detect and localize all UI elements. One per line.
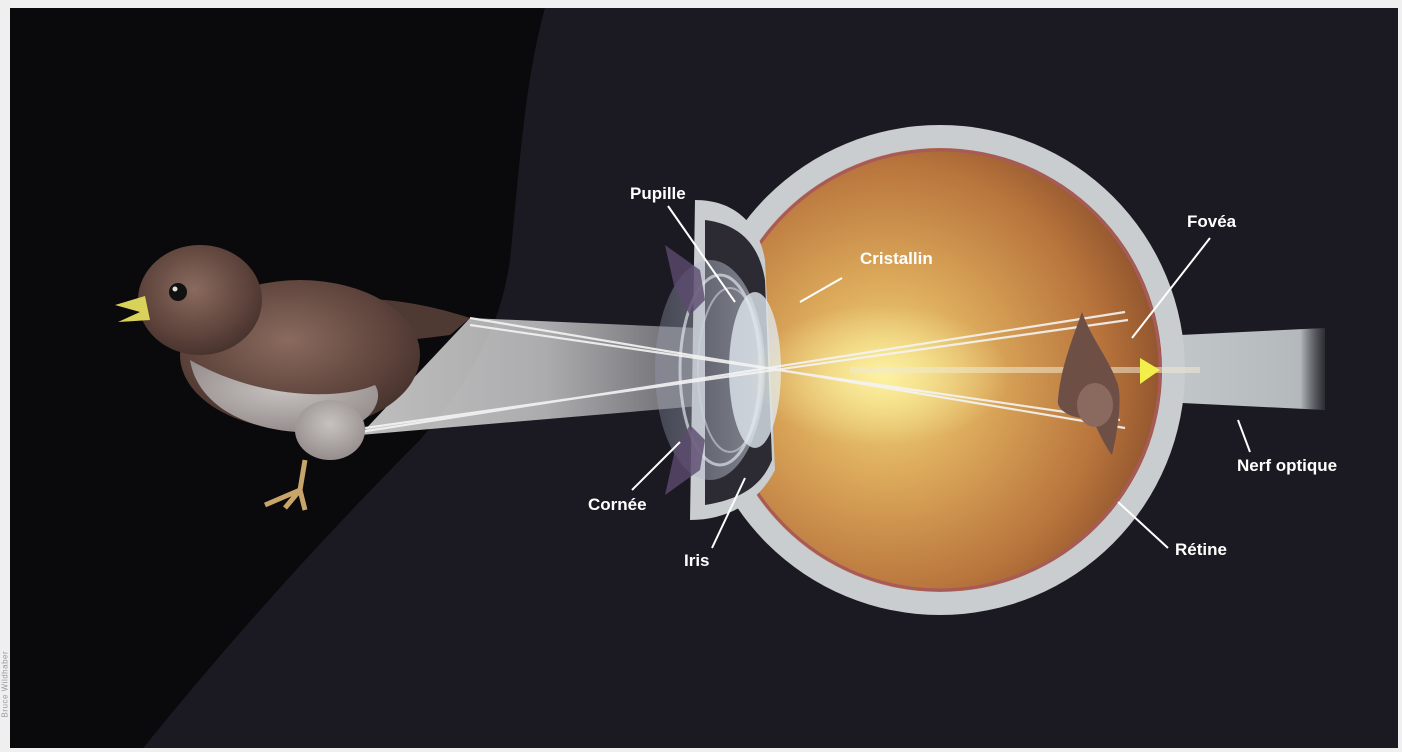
label-nerf-optique: Nerf optique (1237, 456, 1337, 476)
frame-bottom-border (0, 748, 1402, 752)
label-pupille: Pupille (630, 184, 686, 204)
bird-beak (115, 296, 150, 322)
label-retine: Rétine (1175, 540, 1227, 560)
frame-top-border (0, 0, 1402, 8)
label-cornee: Cornée (588, 495, 647, 515)
frame-right-border (1398, 0, 1402, 752)
label-cristallin: Cristallin (860, 249, 933, 269)
label-fovea: Fovéa (1187, 212, 1236, 232)
photo-credit: Bruce Wildhaber (1, 672, 10, 718)
bird-eye (169, 283, 187, 301)
credit-strip: Bruce Wildhaber (0, 0, 10, 752)
label-iris: Iris (684, 551, 710, 571)
